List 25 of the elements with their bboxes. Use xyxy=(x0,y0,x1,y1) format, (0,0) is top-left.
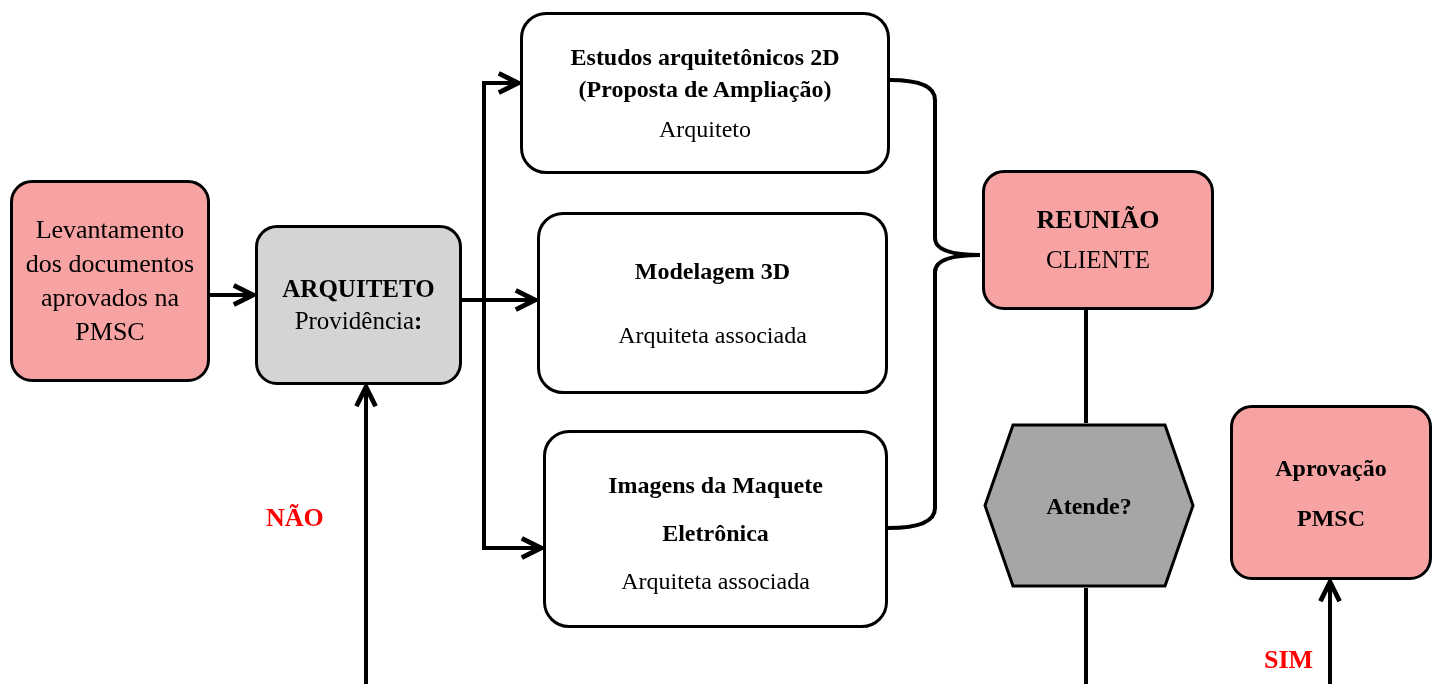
node-text: ARQUITETO xyxy=(281,274,436,304)
node-text: Atende? xyxy=(1045,491,1133,521)
process-box xyxy=(543,430,888,628)
process-box xyxy=(10,180,210,382)
process-box xyxy=(520,12,890,174)
node-text: Estudos arquitetônicos 2D (Proposta de Ampliação) xyxy=(569,43,841,104)
connector-arrow xyxy=(1318,579,1342,684)
node-text: Imagens da Maquete Eletrônica xyxy=(607,471,824,548)
node-text: Levantamento dos documentos aprovados na PMSC xyxy=(24,214,196,348)
meeting-box xyxy=(982,170,1214,310)
process-box xyxy=(255,225,462,385)
process-box xyxy=(537,212,888,394)
node-text: CLIENTE xyxy=(1044,245,1152,275)
node-text: Providência: xyxy=(293,306,424,336)
node-text: Arquiteto xyxy=(658,115,752,144)
connector-arrow xyxy=(462,298,544,560)
node-text: Modelagem 3D xyxy=(633,257,792,286)
node-text: Arquiteta associada xyxy=(617,321,808,350)
node-text: REUNIÃO xyxy=(1035,204,1161,236)
process-box xyxy=(1230,405,1432,580)
node-text: Aprovação PMSC xyxy=(1274,453,1388,533)
node-text: Arquiteta associada xyxy=(620,567,811,596)
connector-arrow xyxy=(354,384,378,684)
decision-hexagon xyxy=(983,423,1195,588)
connector-arrow xyxy=(210,283,256,307)
